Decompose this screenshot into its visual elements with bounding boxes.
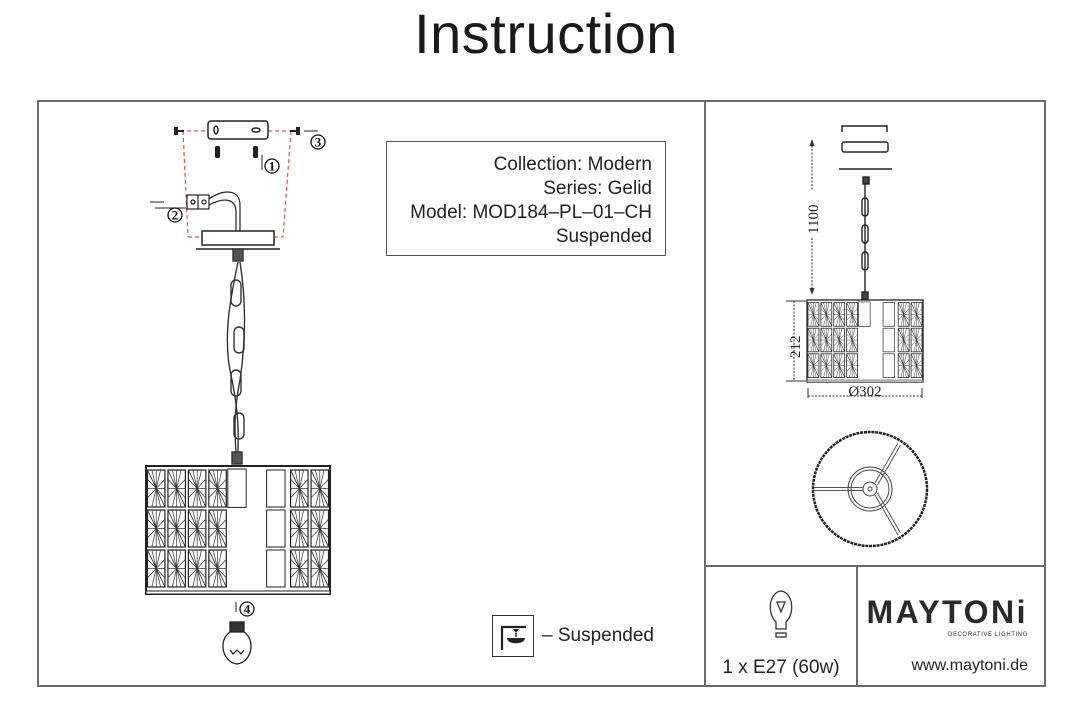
- crystal-panel: [846, 302, 858, 327]
- crystal-panel: [820, 302, 833, 327]
- crystal-panel: [146, 469, 166, 508]
- lamp-spec-cell: 1 x E27 (60w): [706, 567, 856, 687]
- light-bulb-drawing: [222, 621, 252, 665]
- brand-logo: MAYTONi: [866, 594, 1028, 630]
- height-dimension-label: 1100: [806, 205, 822, 234]
- diameter-label: Ø302: [848, 384, 881, 400]
- crystal-panel: [167, 469, 186, 508]
- crystal-panel: [910, 353, 923, 378]
- panel-divider-vertical: [704, 100, 706, 687]
- ceiling-canopy: [196, 230, 280, 250]
- instruction-frame: [37, 100, 1046, 687]
- model-label: Model: MOD184–PL–01–CH: [410, 202, 652, 223]
- guide-lines: [180, 130, 292, 238]
- shade-height-label: 212: [788, 336, 804, 359]
- crystal-panel: [846, 327, 858, 353]
- type-label: Suspended: [555, 226, 652, 247]
- crystal-panel: [910, 302, 923, 327]
- crystal-panel: [820, 327, 833, 353]
- crystal-panel: [146, 549, 166, 588]
- brand-url[interactable]: www.maytoni.de: [911, 657, 1029, 674]
- legend-label: – Suspended: [542, 625, 654, 646]
- crystal-panel: [187, 509, 207, 548]
- step-2-marker: 2: [167, 207, 183, 223]
- crystal-panel: [208, 469, 227, 508]
- screw-right: [290, 127, 300, 135]
- crystal-panel: [167, 509, 186, 548]
- crystal-panel: [833, 327, 846, 353]
- svg-text:2: 2: [172, 208, 179, 223]
- brand-cell: MAYTONi DECORATIVE LIGHTING www.maytoni.…: [858, 567, 1046, 687]
- crystal-panel: [310, 469, 330, 508]
- crystal-panel: [208, 549, 227, 588]
- crystal-panel: [290, 469, 309, 508]
- terminal-block: [186, 191, 241, 232]
- crystal-panel: [846, 353, 858, 378]
- crystal-panel: [310, 509, 330, 548]
- panel-divider-horizontal: [705, 565, 1046, 567]
- crystal-panel: [290, 549, 309, 588]
- mount-type-legend: – Suspended: [492, 615, 654, 657]
- step-4-marker: 4: [239, 601, 255, 617]
- series-label: Series: Gelid: [543, 178, 652, 199]
- lamp-shade: [145, 465, 331, 595]
- crystal-panel: [807, 302, 820, 327]
- crystal-panel: [146, 509, 166, 548]
- svg-text:4: 4: [244, 602, 251, 617]
- crystal-panel: [833, 302, 846, 327]
- crystal-panel: [910, 327, 923, 353]
- collection-label: Collection: Modern: [493, 154, 652, 175]
- crystal-panel: [187, 469, 207, 508]
- svg-text:1: 1: [269, 159, 276, 174]
- screw-left: [174, 127, 184, 135]
- step-3-marker: 3: [310, 134, 326, 150]
- brand-tagline: DECORATIVE LIGHTING: [948, 632, 1028, 638]
- crystal-panel: [187, 549, 207, 588]
- crystal-panel: [167, 549, 186, 588]
- mounting-bracket: [207, 120, 269, 140]
- svg-text:3: 3: [315, 135, 322, 150]
- suspended-ceiling-icon: [492, 615, 534, 657]
- crystal-panel: [290, 509, 309, 548]
- crystal-panel: [897, 302, 910, 327]
- crystal-panel: [897, 327, 910, 353]
- wall-anchors: [215, 146, 258, 158]
- step-1-marker: 1: [264, 158, 280, 174]
- light-bulb-icon: [769, 590, 793, 638]
- product-info-box: Collection: Modern Series: Gelid Model: …: [386, 141, 666, 256]
- page-title: Instruction: [414, 2, 678, 65]
- crystal-panel: [310, 549, 330, 588]
- lamp-spec-text: 1 x E27 (60w): [722, 657, 840, 678]
- side-view-drawing: 1100 212 Ø302: [786, 125, 924, 400]
- crystal-panel: [833, 353, 846, 378]
- crystal-panel: [897, 353, 910, 378]
- crystal-panel: [820, 353, 833, 378]
- bottom-view-drawing: [811, 430, 929, 548]
- footer-divider-vertical: [856, 566, 858, 687]
- crystal-panel: [807, 353, 820, 378]
- crystal-panel: [807, 327, 820, 353]
- crystal-panel: [208, 509, 227, 548]
- chain: [226, 248, 246, 465]
